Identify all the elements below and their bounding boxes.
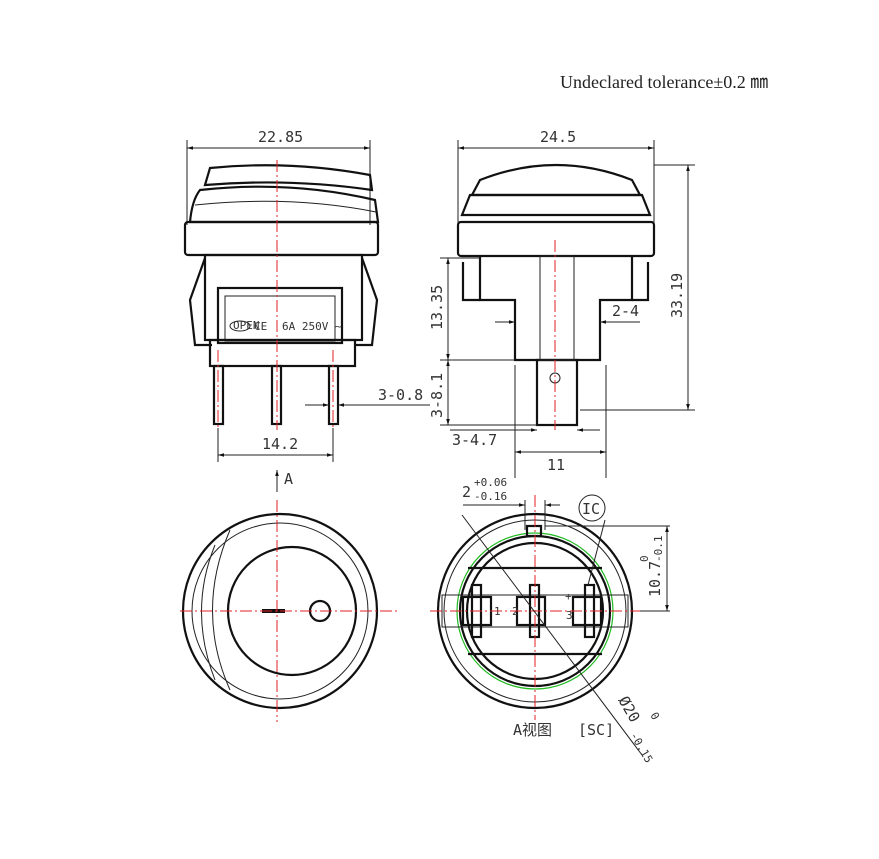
offset-dim: 10.7 <box>646 561 664 597</box>
side-view: 24.5 33.19 13.35 3-8.1 2-4 3-4.7 11 <box>428 128 695 478</box>
panel-dim: 2-4 <box>612 302 639 320</box>
diameter-dim: Ø20 <box>615 693 644 725</box>
total-height-dim: 33.19 <box>668 273 686 318</box>
label-cert: CE <box>254 320 267 333</box>
diameter-tol-lower: -0.15 <box>627 730 655 765</box>
ic-marker: IC <box>582 500 600 518</box>
top-view: A <box>180 470 400 722</box>
view-arrow-label: A <box>284 470 293 488</box>
pin-width-dim: 3-4.7 <box>452 431 497 449</box>
label-rating: 6A 250V ~ <box>282 320 342 333</box>
key-tol-upper: +0.06 <box>474 476 507 489</box>
key-tol-lower: -0.16 <box>474 490 507 503</box>
pin-spacing-dim: 14.2 <box>262 435 298 453</box>
tolerance-note: Undeclared tolerance±0.2 ㎜ <box>560 72 768 92</box>
label-brand: OPEN <box>233 319 260 332</box>
offset-tol-lower: -0.1 <box>652 536 665 563</box>
view-code: [SC] <box>578 721 614 739</box>
front-view: 22.85 OPEN CE 6A 250V ~ 14.2 3-0.8 <box>183 128 430 462</box>
diameter-tol-upper: 0 <box>647 710 662 722</box>
terminal-3: 3 <box>566 609 573 622</box>
front-width-dim: 22.85 <box>258 128 303 146</box>
body-height-dim: 13.35 <box>428 285 446 330</box>
key-width-dim: 2 <box>462 483 471 501</box>
bottom-view: 1 2 3 + 2 +0.06 -0.16 IC 10.7 0 -0.1 Ø20… <box>430 476 670 765</box>
offset-tol-upper: 0 <box>638 555 651 562</box>
plus-mark: + <box>565 590 572 603</box>
pin-thickness-dim: 3-0.8 <box>378 386 423 404</box>
side-width-dim: 24.5 <box>540 128 576 146</box>
pin-length-dim: 3-8.1 <box>428 373 446 418</box>
base-width-dim: 11 <box>547 456 565 474</box>
view-title: A视图 <box>513 721 552 739</box>
